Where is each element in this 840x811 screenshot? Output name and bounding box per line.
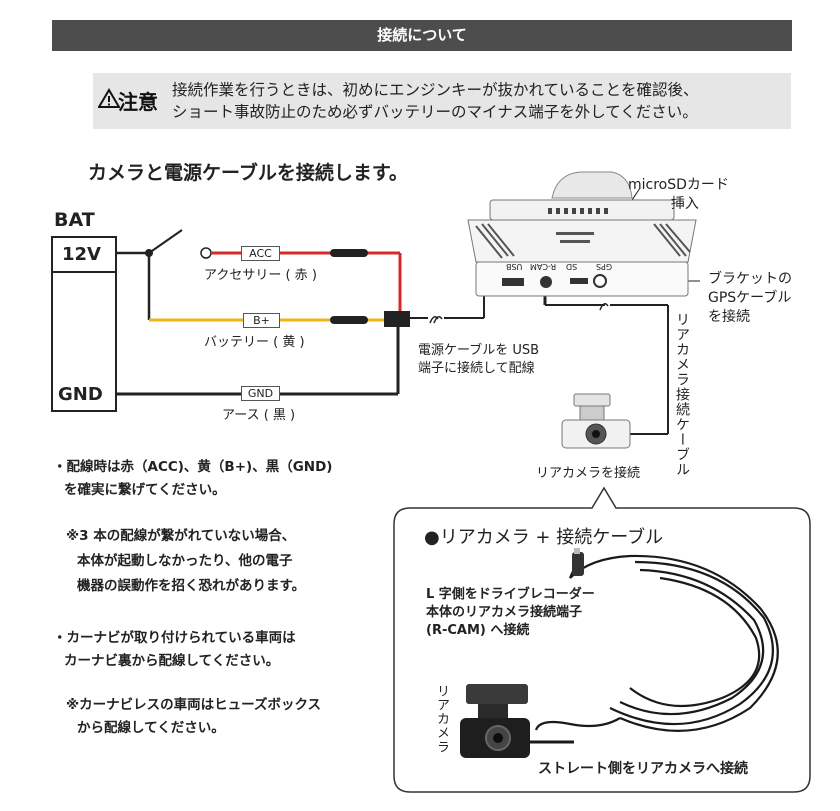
note-4-line-1: ※カーナビレスの車両はヒューズボックス — [66, 697, 322, 713]
bracket-line-3: を接続 — [708, 309, 750, 325]
note-3: ・カーナビが取り付けられている車両は カーナビ裏から配線してください。 — [53, 627, 296, 673]
callout-title: ●リアカメラ + 接続ケーブル — [424, 527, 664, 548]
l-side-line-3: (R-CAM) へ接続 — [426, 623, 530, 638]
section-header: 接続について — [52, 20, 792, 51]
caution-label: 注意 — [118, 90, 158, 114]
note-2-line-1: ※3 本の配線が繋がれていない場合、 — [66, 528, 296, 544]
note-4-line-2: から配線してください。 — [77, 720, 225, 736]
lead-heading: カメラと電源ケーブルを接続します。 — [88, 162, 408, 184]
note-2-line-3: 機器の誤動作を招く恐れがあります。 — [77, 578, 306, 594]
port-sd-label: SD — [566, 262, 578, 271]
gnd-label: GND — [58, 384, 103, 405]
bracket-line-2: GPSケーブル — [708, 290, 792, 306]
bracket-line-1: ブラケットの — [708, 271, 792, 287]
caution-line-1: 接続作業を行うときは、初めにエンジンキーが抜かれていることを確認後、 — [172, 81, 699, 99]
port-gps-label: GPS — [596, 262, 613, 271]
microsd-line-1: microSDカード — [628, 177, 729, 193]
note-3-line-1: ・カーナビが取り付けられている車両は — [53, 630, 296, 646]
note-2: ※3 本の配線が繋がれていない場合、 本体が起動しなかったり、他の電子 機器の誤… — [66, 524, 305, 599]
dashcam-unit-image — [467, 171, 697, 297]
caution-text: 接続作業を行うときは、初めにエンジンキーが抜かれていることを確認後、 ショート事… — [172, 79, 699, 123]
note-3-line-2: カーナビ裏から配線してください。 — [64, 653, 280, 669]
bplus-description: バッテリー ( 黄 ) — [204, 335, 305, 350]
note-2-line-2: 本体が起動しなかったり、他の電子 — [77, 553, 293, 569]
straight-side-note: ストレート側をリアカメラへ接続 — [538, 761, 748, 777]
usb-note: 電源ケーブルを USB 端子に接続して配線 — [418, 342, 539, 378]
port-usb-label: USB — [506, 262, 523, 271]
rear-cable-label: リアカメラ接続ケーブル — [674, 312, 690, 477]
usb-note-line-1: 電源ケーブルを USB — [418, 343, 540, 358]
l-side-line-1: L 字側をドライブレコーダー — [426, 587, 595, 602]
note-1-line-2: を確実に繋げてください。 — [64, 482, 226, 498]
acc-description: アクセサリー ( 赤 ) — [204, 268, 317, 283]
caution-box — [93, 73, 791, 129]
note-1-line-1: ・配線時は赤（ACC)、黄（B+)、黒（GND) — [53, 459, 333, 475]
microsd-note: microSDカード 挿入 — [628, 176, 729, 214]
usb-note-line-2: 端子に接続して配線 — [418, 361, 535, 376]
note-1: ・配線時は赤（ACC)、黄（B+)、黒（GND) を確実に繋げてください。 — [53, 456, 332, 502]
warning-icon — [98, 88, 120, 108]
rear-camera-image — [561, 393, 631, 449]
acc-tag: ACC — [241, 246, 280, 261]
gnd-tag: GND — [241, 386, 280, 401]
rear-camera-connect-label: リアカメラを接続 — [536, 466, 641, 481]
rear-camera-photo — [460, 684, 574, 758]
microsd-line-2: 挿入 — [670, 196, 699, 212]
port-rcam-label: R-CAM — [530, 262, 557, 271]
l-side-line-2: 本体のリアカメラ接続端子 — [426, 605, 583, 620]
v12-label: 12V — [62, 244, 101, 265]
bat-label: BAT — [54, 209, 95, 231]
bracket-gps-note: ブラケットの GPSケーブル を接続 — [708, 270, 792, 327]
note-4: ※カーナビレスの車両はヒューズボックス から配線してください。 — [66, 694, 321, 740]
cable-coil-image — [534, 548, 779, 732]
rear-camera-vertical-label: リアカメラ — [434, 684, 449, 754]
caution-line-2: ショート事故防止のため必ずバッテリーのマイナス端子を外してください。 — [172, 103, 698, 121]
gnd-description: アース ( 黒 ) — [222, 408, 296, 423]
bplus-tag: B+ — [243, 313, 280, 328]
l-side-note: L 字側をドライブレコーダー 本体のリアカメラ接続端子 (R-CAM) へ接続 — [426, 586, 595, 640]
